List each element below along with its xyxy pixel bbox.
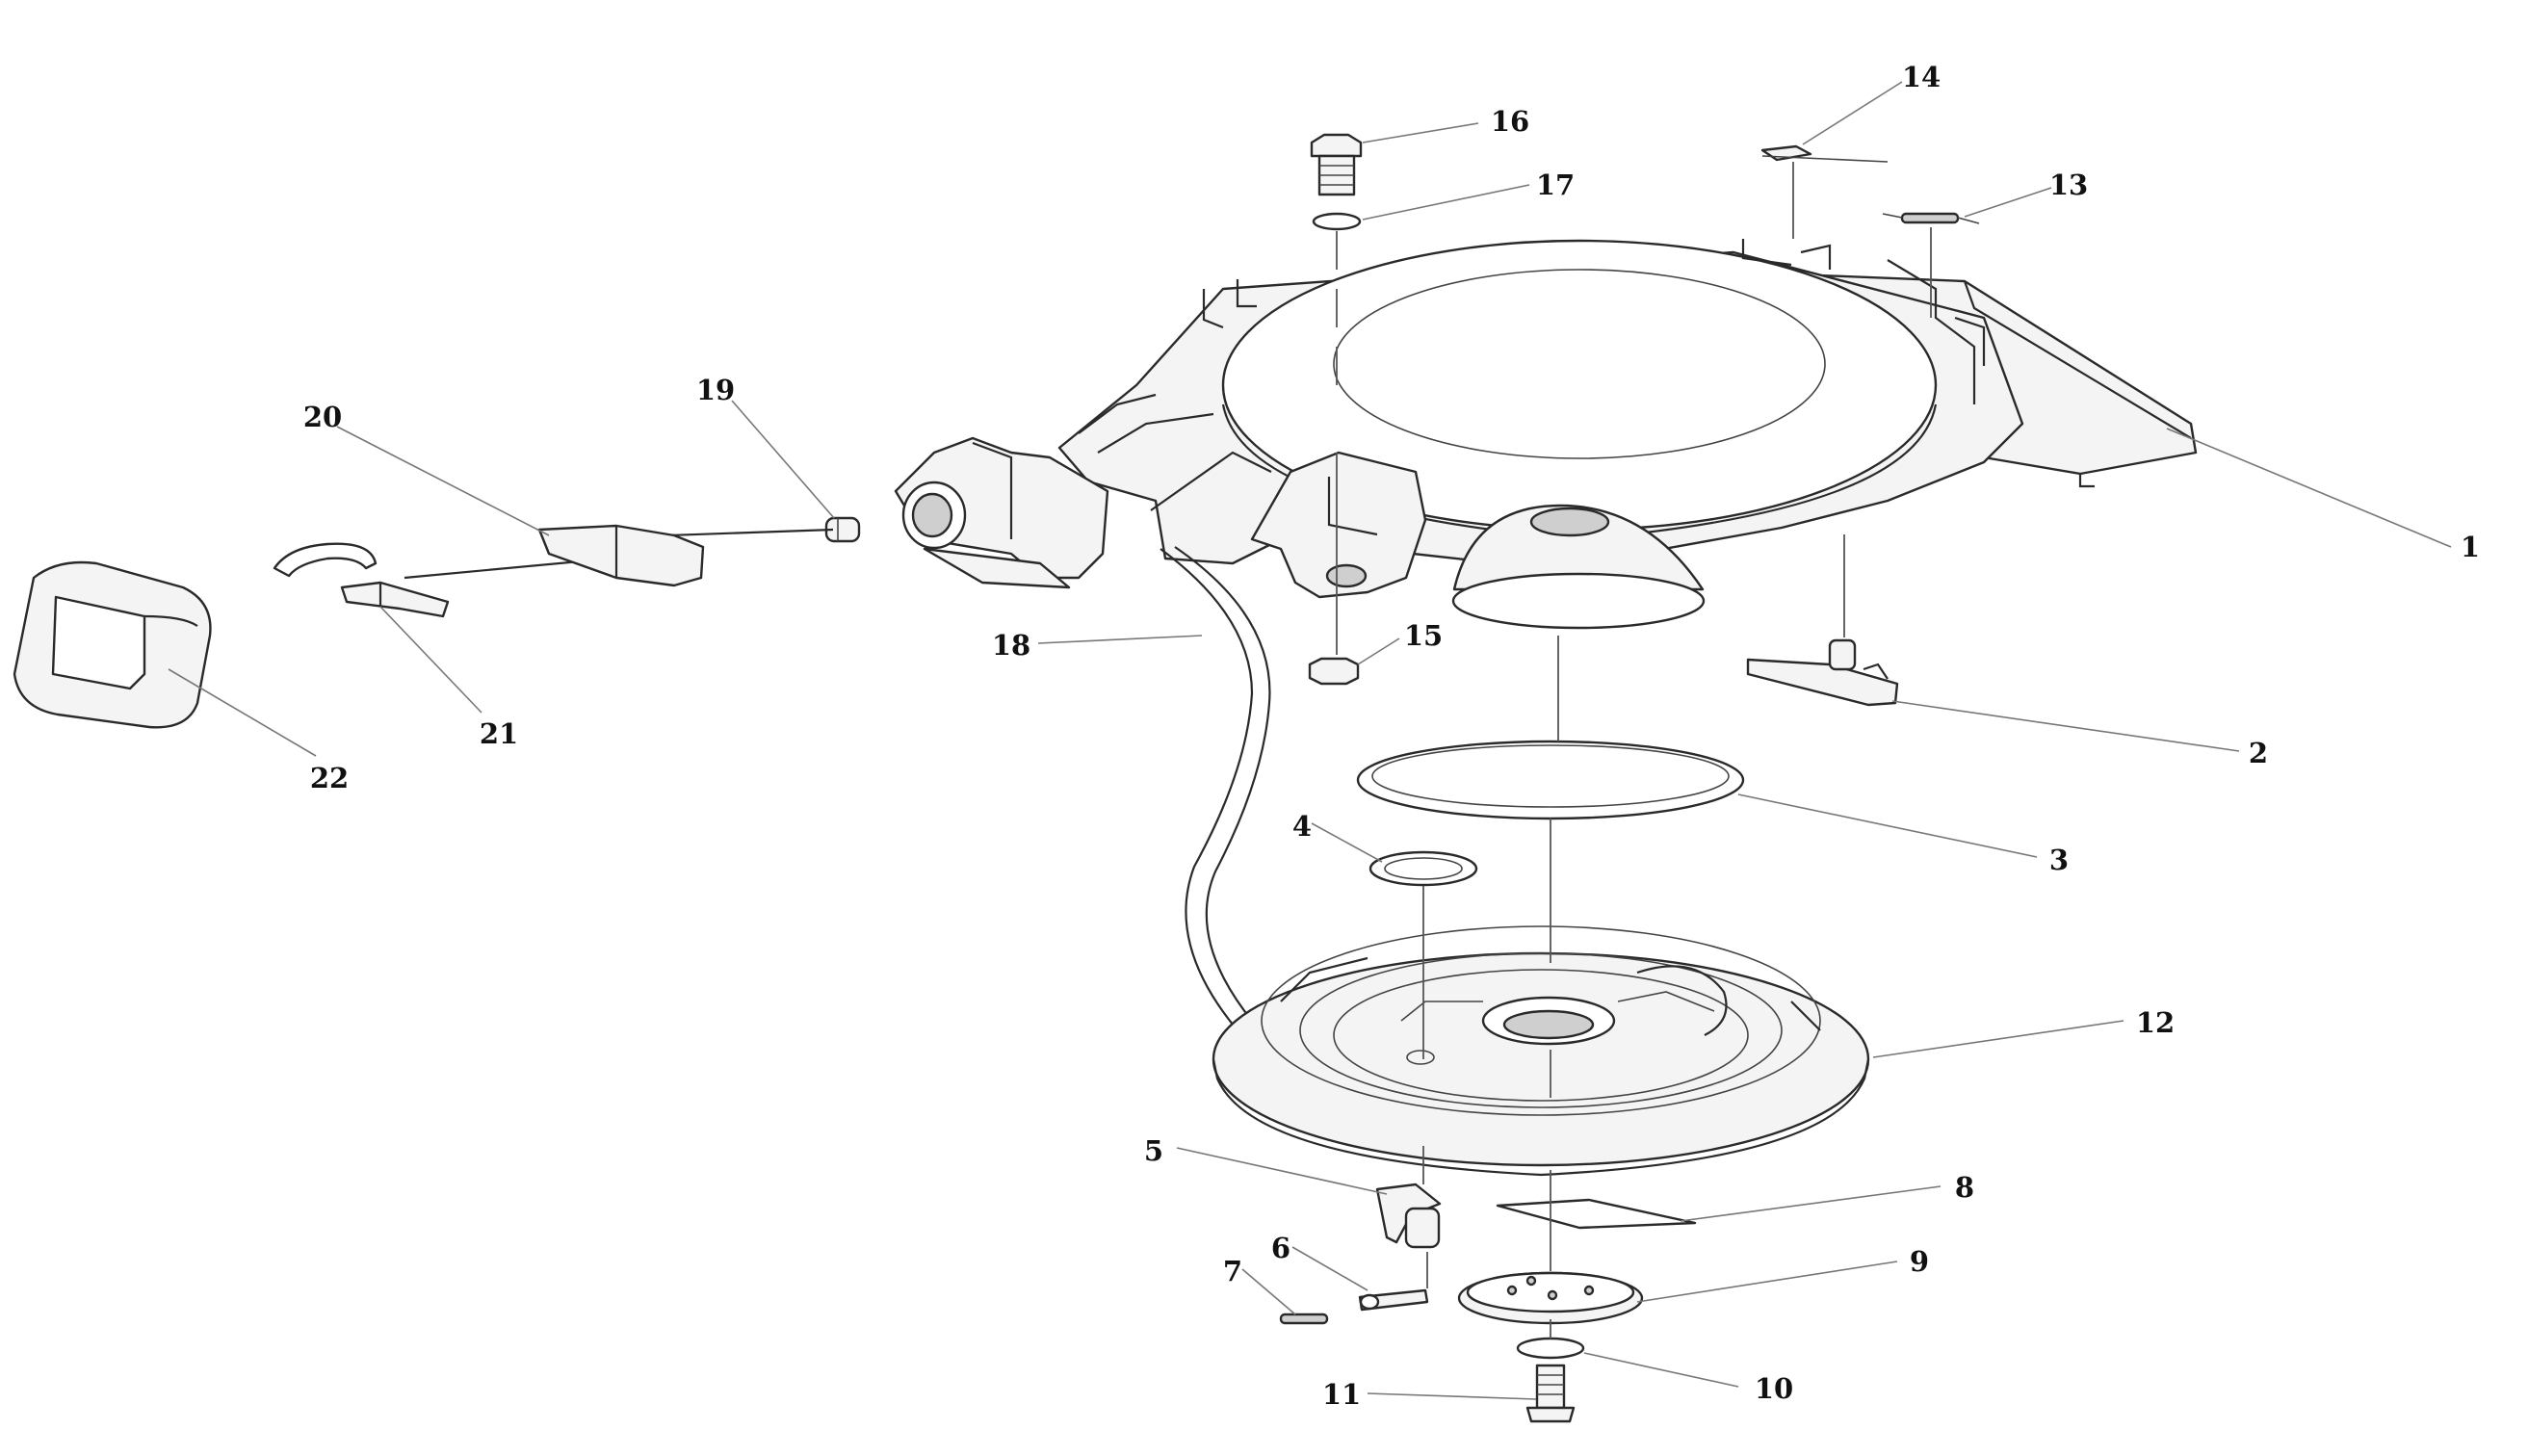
callout-10: 10	[1755, 1372, 1793, 1405]
callout-3: 3	[2049, 844, 2069, 876]
part-8-plate	[1496, 1198, 1697, 1230]
leader-2	[1891, 700, 2240, 752]
leader-16	[1362, 122, 1479, 143]
callout-2: 2	[2249, 737, 2268, 769]
callout-8: 8	[1955, 1171, 1974, 1204]
part-5-pawl	[1375, 1183, 1442, 1249]
part-18-cable-assembly	[404, 436, 1274, 1060]
part-17-washer	[1312, 212, 1362, 231]
callout-15: 15	[1404, 619, 1443, 652]
callout-17: 17	[1536, 169, 1575, 201]
callout-1: 1	[2461, 531, 2480, 563]
callout-16: 16	[1491, 105, 1529, 138]
part-14-clip	[1760, 144, 1889, 163]
part-6-pin	[1358, 1288, 1429, 1312]
part-3-ring	[1356, 740, 1745, 820]
callout-11: 11	[1322, 1378, 1361, 1411]
callout-14: 14	[1902, 61, 1941, 93]
callout-5: 5	[1144, 1134, 1163, 1167]
part-9-cover	[1457, 1271, 1644, 1325]
part-1-starter-housing	[1057, 239, 2198, 599]
callout-19: 19	[696, 374, 735, 406]
part-13-spring	[1882, 212, 1980, 224]
callout-6: 6	[1271, 1232, 1290, 1264]
callout-labels: 1 2 3 4 5 6 7 8 9 10 11 12 13 14 15 16 1…	[303, 61, 2480, 1411]
leader-18	[1037, 635, 1203, 644]
part-22-grip	[13, 560, 212, 729]
leader-3	[1737, 793, 2038, 858]
leader-17	[1362, 184, 1530, 221]
part-10-washer	[1516, 1337, 1585, 1360]
leader-21	[379, 606, 482, 714]
part-16-bolt	[1310, 133, 1363, 196]
leader-7	[1241, 1268, 1296, 1315]
leader-15	[1357, 637, 1400, 665]
leader-22	[168, 668, 317, 757]
part-cup	[1451, 504, 1706, 630]
part-20-handle	[537, 524, 705, 587]
leader-lines	[168, 81, 2452, 1400]
part-15-nut	[1308, 657, 1360, 686]
part-11-screw	[1525, 1364, 1576, 1423]
leader-11	[1367, 1392, 1537, 1400]
callout-12: 12	[2136, 1006, 2175, 1039]
leader-9	[1636, 1261, 1898, 1303]
leader-1	[2166, 428, 2452, 548]
callout-22: 22	[310, 762, 349, 794]
leader-14	[1802, 81, 1903, 145]
part-21-hook	[273, 542, 450, 618]
callout-9: 9	[1910, 1245, 1929, 1278]
callout-4: 4	[1292, 810, 1312, 843]
leader-8	[1680, 1185, 1942, 1222]
callout-7: 7	[1223, 1255, 1242, 1287]
leader-20	[336, 426, 550, 536]
callout-21: 21	[480, 717, 518, 750]
leader-4	[1311, 822, 1383, 863]
callout-20: 20	[303, 401, 342, 433]
leader-13	[1964, 187, 2052, 218]
part-12-pulley	[1212, 925, 1870, 1177]
callout-13: 13	[2049, 169, 2088, 201]
leader-12	[1872, 1020, 2124, 1058]
callout-18: 18	[992, 629, 1030, 662]
leader-5	[1176, 1147, 1388, 1195]
part-2-lever	[1746, 638, 1899, 707]
leader-19	[731, 400, 835, 519]
part-4-washer	[1368, 850, 1478, 887]
part-7-spring	[1279, 1313, 1329, 1325]
assembly-axes	[1336, 162, 1932, 1339]
leader-6	[1291, 1246, 1368, 1291]
leader-10	[1583, 1352, 1739, 1388]
